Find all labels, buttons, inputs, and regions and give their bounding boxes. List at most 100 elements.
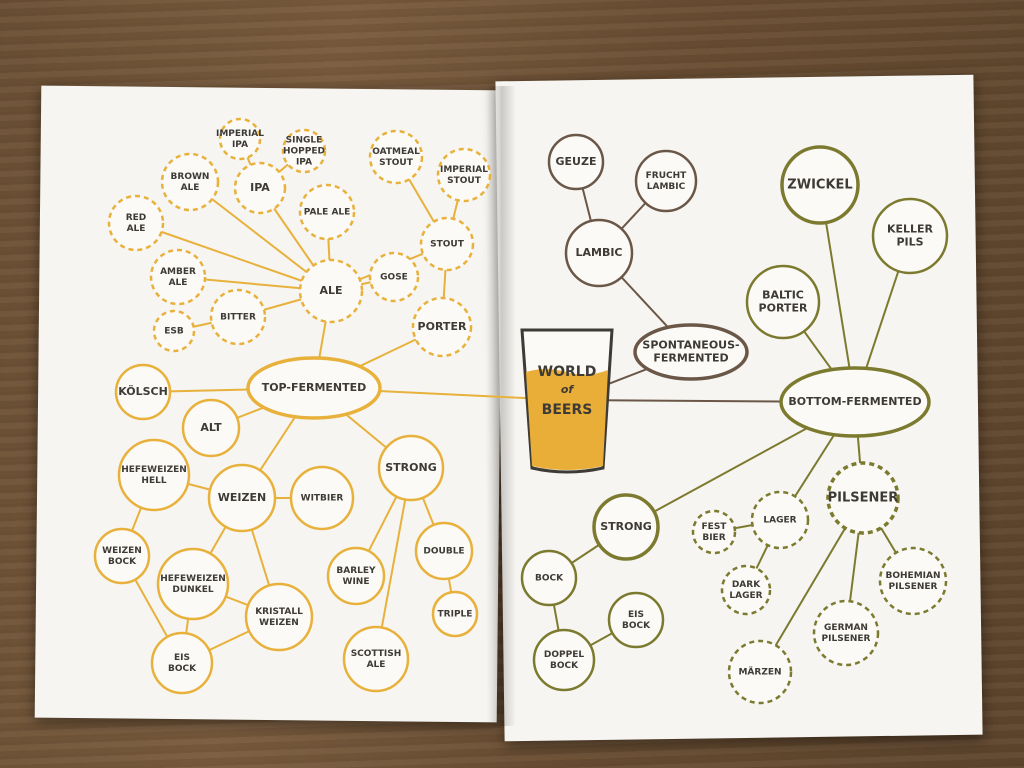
- node-german-pilsener-label-1: GERMAN: [824, 623, 868, 633]
- node-frucht-lambic-label-2: LAMBIC: [647, 182, 686, 192]
- node-bock: BOCK: [520, 549, 578, 607]
- node-ale-label: ALE: [319, 284, 342, 297]
- node-spontaneous-bubble: [633, 323, 749, 381]
- node-pilsener-label: PILSENER: [828, 491, 899, 506]
- node-hefeweizen-dunkel-label-2: DUNKEL: [172, 585, 213, 595]
- node-keller-pils-bubble: [871, 197, 949, 275]
- node-bottom-fermented: BOTTOM-FERMENTED: [779, 366, 931, 438]
- node-red-ale-bubble: [107, 194, 165, 252]
- node-fest-bier-label-1: FEST: [702, 522, 728, 532]
- node-spontaneous-label-2: FERMENTED: [653, 352, 728, 365]
- node-lambic: LAMBIC: [564, 218, 634, 288]
- hub-title-world: WORLD: [538, 364, 597, 380]
- glass-beer-fill: [526, 369, 608, 470]
- node-strong-left-bubble: [377, 434, 445, 502]
- node-dark-lager-label-2: LAGER: [729, 591, 762, 601]
- node-gose: GOSE: [368, 251, 420, 303]
- node-scottish-ale-bubble: [342, 625, 410, 693]
- node-barley-wine-label-1: BARLEY: [336, 566, 376, 576]
- node-hefeweizen-hell-bubble: [117, 438, 191, 512]
- booklet-gutter: [486, 86, 516, 726]
- node-eis-bock-right-label-1: EIS: [628, 610, 644, 620]
- node-strong-right-label: STRONG: [600, 520, 651, 533]
- node-pale-ale: PALE ALE: [298, 183, 356, 241]
- node-eis-bock-left-label-2: BOCK: [168, 664, 197, 674]
- node-pilsener: PILSENER: [826, 461, 900, 535]
- node-pilsener-bubble: [826, 461, 900, 535]
- node-spontaneous: SPONTANEOUS-FERMENTED: [633, 323, 749, 381]
- node-strong-right-bubble: [592, 493, 660, 561]
- node-barley-wine-label-2: WINE: [343, 577, 370, 587]
- node-keller-pils-label-1: KELLER: [887, 223, 934, 236]
- node-bitter-bubble: [209, 288, 267, 346]
- node-baltic-porter-label-2: PORTER: [759, 302, 808, 315]
- node-strong-left-label: STRONG: [385, 461, 436, 474]
- node-top-fermented: TOP-FERMENTED: [246, 356, 382, 420]
- node-weizen-bock-label-2: BOCK: [108, 557, 137, 567]
- node-double: DOUBLE: [414, 521, 474, 581]
- node-imperial-ipa-label-2: IPA: [232, 140, 248, 150]
- node-red-ale-label-1: RED: [126, 213, 147, 223]
- node-weizen-label: WEIZEN: [218, 491, 266, 504]
- node-bohemian-pilsener-label-1: BOHEMIAN: [886, 571, 941, 581]
- node-eis-bock-left-label-1: EIS: [174, 653, 190, 663]
- node-geuze: GEUZE: [547, 133, 605, 191]
- node-ale: ALE: [298, 258, 364, 324]
- node-alt-label: ALT: [200, 421, 222, 434]
- node-ipa-label: IPA: [250, 181, 270, 194]
- node-amber-ale-bubble: [149, 248, 207, 306]
- node-dark-lager-bubble: [720, 564, 772, 616]
- node-triple-bubble: [431, 590, 479, 638]
- node-scottish-ale-label-1: SCOTTISH: [351, 649, 402, 659]
- node-single-hopped-ipa-bubble: [281, 128, 327, 174]
- node-bock-bubble: [520, 549, 578, 607]
- node-bitter-label: BITTER: [220, 313, 256, 323]
- node-triple-label: TRIPLE: [438, 610, 473, 620]
- connector-ale-to-red-ale: [135, 222, 332, 292]
- node-gose-label: GOSE: [380, 273, 408, 283]
- node-pale-ale-label: PALE ALE: [304, 208, 351, 218]
- node-double-bubble: [414, 521, 474, 581]
- node-hefeweizen-dunkel-label-1: HEFEWEIZEN: [160, 574, 226, 584]
- node-imperial-stout-label-1: IMPERIAL: [440, 165, 488, 175]
- node-marzen-label: MÄRZEN: [738, 667, 781, 678]
- node-amber-ale-label-2: ALE: [169, 278, 188, 288]
- node-brown-ale-label-1: BROWN: [171, 172, 210, 182]
- node-bitter: BITTER: [209, 288, 267, 346]
- node-geuze-bubble: [547, 133, 605, 191]
- node-german-pilsener-bubble: [812, 599, 880, 667]
- world-of-beers-glass: WORLD of BEERS: [520, 328, 614, 474]
- node-fest-bier-bubble: [691, 509, 737, 555]
- node-lager-bubble: [750, 490, 810, 550]
- node-spontaneous-label-1: SPONTANEOUS-: [642, 339, 739, 352]
- node-brown-ale-label-2: ALE: [181, 183, 200, 193]
- node-imperial-ipa-label-1: IMPERIAL: [216, 129, 264, 139]
- node-barley-wine-bubble: [326, 546, 386, 606]
- node-red-ale-label-2: ALE: [127, 224, 146, 234]
- node-top-fermented-label: TOP-FERMENTED: [262, 381, 367, 394]
- node-hefeweizen-hell-label-2: HELL: [141, 476, 166, 486]
- node-keller-pils-label-2: PILS: [896, 236, 923, 249]
- node-kristall-weizen-bubble: [244, 582, 314, 652]
- node-ipa: IPA: [233, 161, 287, 215]
- node-kristall-weizen-label-2: WEIZEN: [259, 618, 299, 628]
- node-frucht-lambic-label-1: FRUCHT: [646, 171, 688, 181]
- node-bottom-fermented-bubble: [779, 366, 931, 438]
- node-strong-left: STRONG: [377, 434, 445, 502]
- node-strong-right: STRONG: [592, 493, 660, 561]
- node-lambic-label: LAMBIC: [575, 246, 622, 259]
- node-bohemian-pilsener-bubble: [878, 546, 948, 616]
- node-weizen: WEIZEN: [207, 463, 277, 533]
